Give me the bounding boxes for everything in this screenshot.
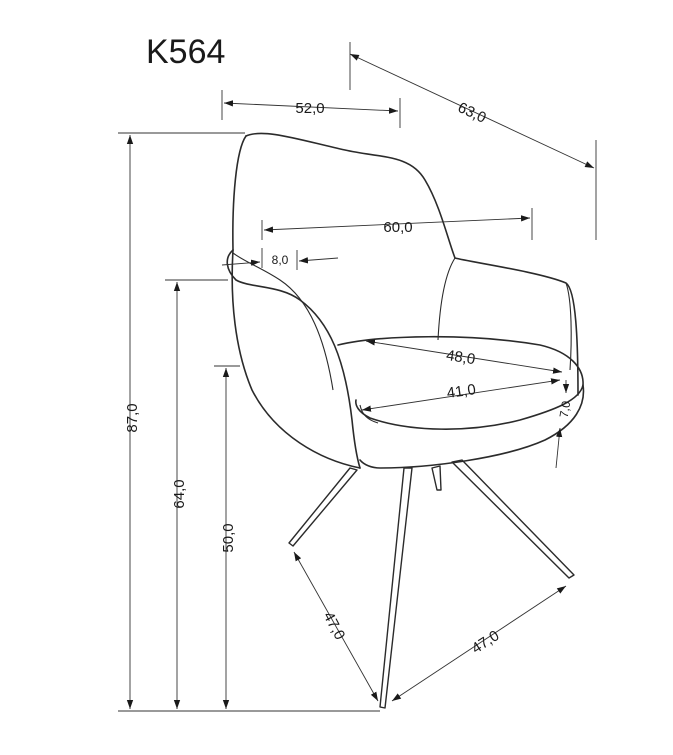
dim-line-seat-width xyxy=(361,378,561,412)
dim-label-backrest-width: 60,0 xyxy=(383,219,412,236)
model-title: K564 xyxy=(146,33,225,71)
chair-seat-top xyxy=(337,335,584,430)
chair-shell-outer xyxy=(231,249,361,469)
dim-label-seat-height: 50,0 xyxy=(220,523,237,552)
dim-line-leg-span-right xyxy=(391,585,567,702)
chair-left-armrest xyxy=(226,249,361,469)
chair-left-arm-seam xyxy=(232,252,334,391)
dim-label-armrest-width: 8,0 xyxy=(272,253,289,267)
chair-leg-front xyxy=(379,467,413,709)
chair-leg-front-left xyxy=(288,467,358,547)
dim-line-seat-depth xyxy=(365,339,563,374)
chair-right-arm-seam xyxy=(565,282,572,371)
dim-label-leg-span-left: 47,0 xyxy=(320,609,349,643)
dim-label-armrest-height: 64,0 xyxy=(171,479,188,508)
chair-seat-front xyxy=(359,384,585,469)
dim-line-leg-span-left xyxy=(293,551,379,702)
dimension-annotations: 63,0 52,0 87,0 64,0 50,0 60,0 8,0 48,0 xyxy=(118,42,597,712)
chair-seat-piping xyxy=(359,404,379,424)
chair-leg-back xyxy=(431,465,442,491)
dim-line-overall-width xyxy=(223,100,399,114)
dim-label-overall-depth: 63,0 xyxy=(455,99,489,127)
chair-leg-right xyxy=(451,459,575,579)
chair-back-seam xyxy=(437,257,456,341)
dim-label-seat-width: 41,0 xyxy=(446,381,477,402)
dim-line-backrest-width xyxy=(263,215,531,233)
dim-line-overall-depth xyxy=(349,53,595,169)
dim-label-seat-thickness: 7,0 xyxy=(557,400,574,419)
dim-label-overall-width: 52,0 xyxy=(295,100,324,117)
dim-label-seat-depth: 48,0 xyxy=(445,347,477,368)
chair-backrest xyxy=(245,132,579,396)
dim-label-overall-height: 87,0 xyxy=(124,403,141,432)
chair-back-left-edge xyxy=(232,135,247,251)
